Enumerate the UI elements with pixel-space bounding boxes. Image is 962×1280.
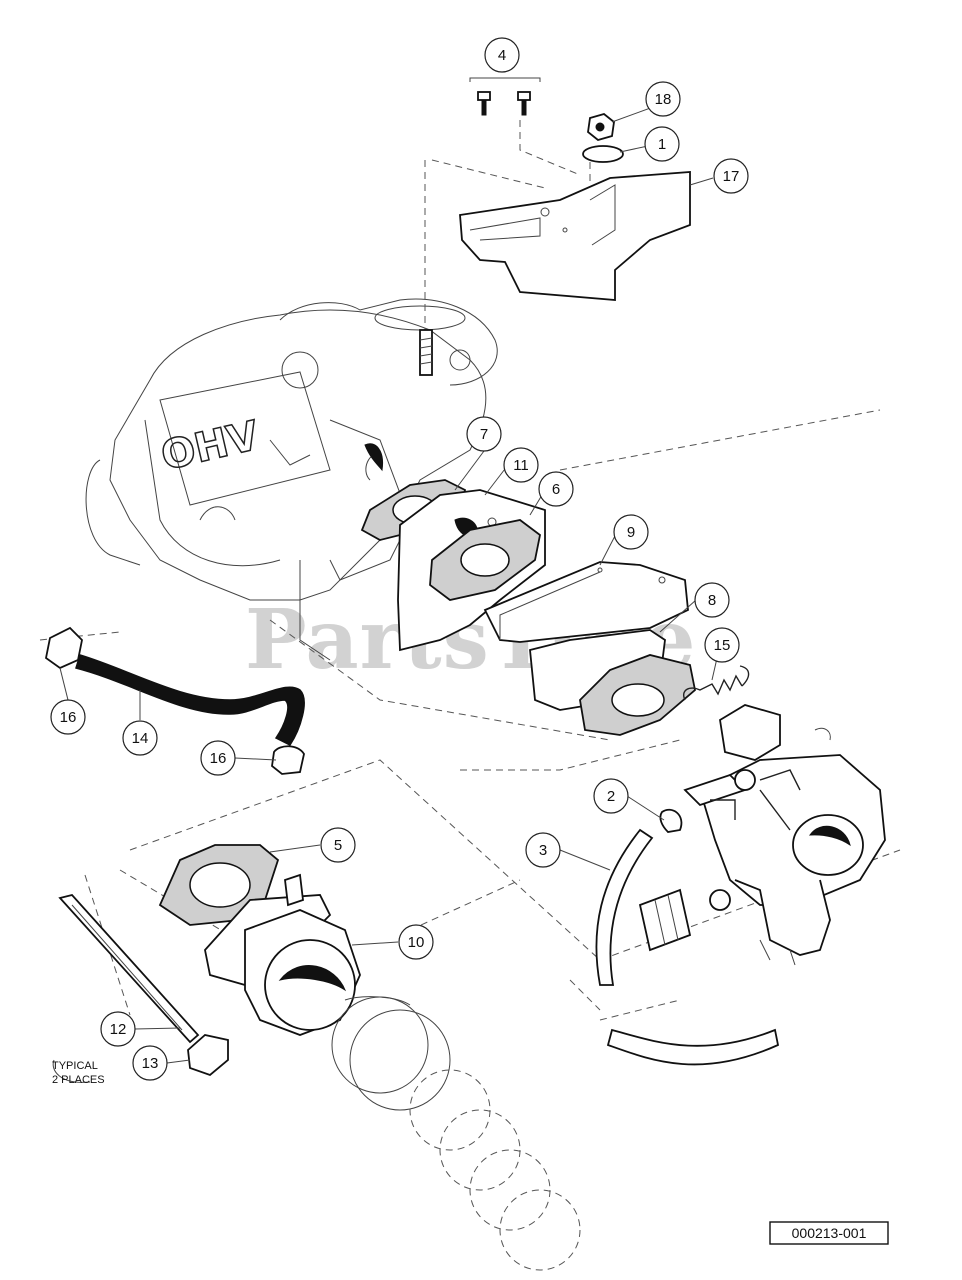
callout-2: 2 [593,778,629,814]
svg-text:18: 18 [655,91,672,108]
callout-18: 18 [645,81,681,117]
svg-text:13: 13 [142,1055,159,1072]
fitting [638,888,692,952]
carburetor [683,704,886,966]
callout-6: 6 [538,471,574,507]
note-typical: TYPICAL [52,1060,98,1072]
callout-12: 12 [100,1011,136,1047]
screws-part-4 [469,77,541,116]
spring-part-15 [683,665,750,701]
engine-badge: OHV [157,413,263,480]
svg-text:8: 8 [708,592,716,609]
nut-part-18 [587,113,615,141]
callout-16a: 16 [50,699,86,735]
washer-part-1 [582,145,624,163]
bracket-part-9 [483,561,689,643]
svg-text:1: 1 [658,136,666,153]
stud [419,329,433,376]
figure-code-box: 000213-001 [769,1221,889,1245]
fuel-line-part-3 [595,828,654,986]
svg-text:11: 11 [513,457,529,474]
svg-text:12: 12 [110,1021,127,1038]
svg-text:4: 4 [498,47,506,64]
callout-3: 3 [525,832,561,868]
callout-1: 1 [644,126,680,162]
stud-part-12 [58,893,200,1044]
breather-hose-part-14 [75,654,305,746]
adapter-part-10 [204,873,361,1036]
callout-4: 4 [484,37,520,73]
callout-16b: 16 [200,740,236,776]
callout-17: 17 [713,158,749,194]
svg-text:15: 15 [714,637,731,654]
callout-13: 13 [132,1045,168,1081]
clamp-part-2 [659,808,683,833]
callout-5: 5 [320,827,356,863]
air-duct-rings [331,996,581,1271]
svg-text:14: 14 [132,730,149,747]
svg-text:3: 3 [539,842,547,859]
callout-10: 10 [398,924,434,960]
callout-7: 7 [466,416,502,452]
callout-15: 15 [704,627,740,663]
note-2-places: 2 PLACES [52,1074,105,1086]
carburetor-cover-part-17 [459,171,691,301]
svg-text:6: 6 [552,481,560,498]
svg-text:16: 16 [210,750,227,767]
svg-text:9: 9 [627,524,635,541]
figure-code: 000213-001 [792,1225,867,1241]
callout-11: 11 [503,447,539,483]
callout-14: 14 [122,720,158,756]
hose-lower [606,1028,780,1066]
svg-text:7: 7 [480,426,488,443]
svg-text:5: 5 [334,837,342,854]
svg-text:17: 17 [723,168,740,185]
callout-8: 8 [694,582,730,618]
svg-text:2: 2 [607,788,615,805]
hose-clamp-part-16-lower [271,745,305,775]
svg-text:16: 16 [60,709,77,726]
nut-part-13 [187,1034,229,1077]
callout-9: 9 [613,514,649,550]
hose-clamp-part-16-upper [45,626,83,670]
svg-text:10: 10 [408,934,425,951]
